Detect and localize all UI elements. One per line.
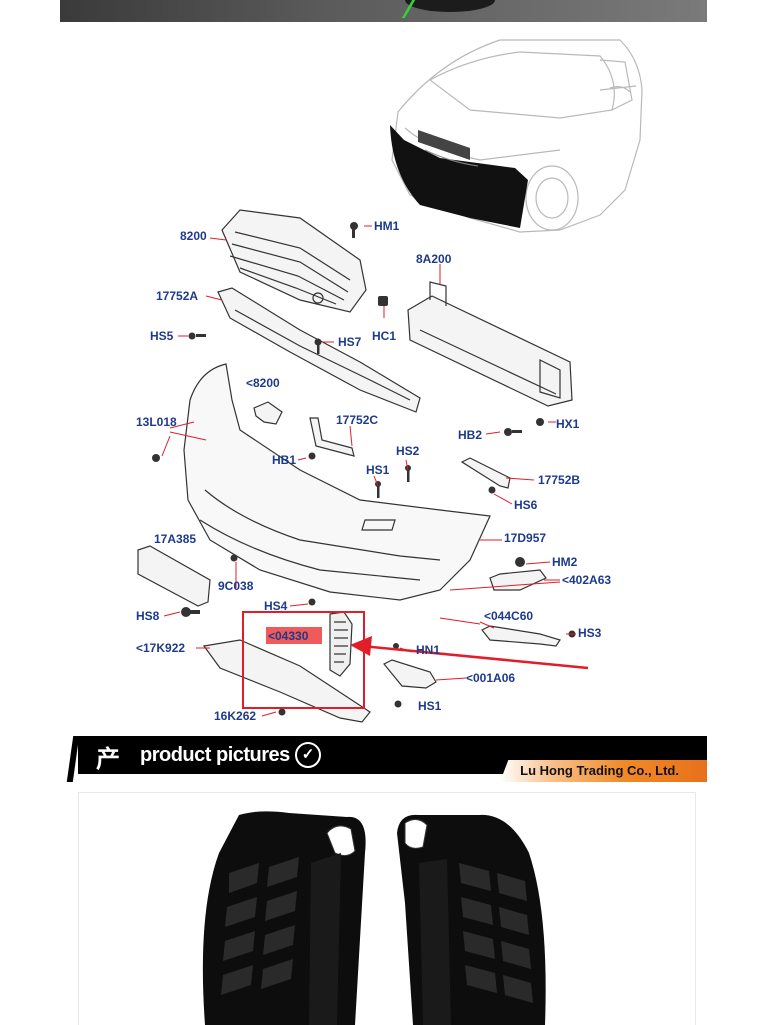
label-lt8200: <8200 — [246, 376, 280, 390]
label-17752b: 17752B — [538, 473, 580, 487]
label-hm1: HM1 — [374, 219, 400, 233]
vent-trim-402a63-part — [489, 569, 547, 591]
label-hs1-bottom: HS1 — [418, 699, 442, 713]
bumper-reinforcement-beam-part — [407, 281, 573, 407]
upper-grille-part — [221, 209, 367, 313]
label-hs5: HS5 — [150, 329, 174, 343]
top-car-photo-strip — [60, 0, 707, 22]
label-hs1-top: HS1 — [366, 463, 390, 477]
label-8a200: 8A200 — [416, 252, 452, 266]
label-044c60: <044C60 — [484, 609, 533, 623]
label-04330: <04330 — [268, 629, 309, 643]
right-vent-grille-image — [397, 814, 546, 1025]
pointer-arrow — [350, 636, 589, 670]
trim-001a06-part — [383, 659, 437, 689]
label-16k262: 16K262 — [214, 709, 256, 723]
label-17752a: 17752A — [156, 289, 198, 303]
banner-title: product pictures — [140, 744, 290, 766]
side-vent-grille-04330-part — [329, 611, 353, 677]
bracket-17752c-part — [309, 417, 355, 457]
part-number-highlight — [266, 627, 322, 644]
front-bumper-cover-part — [183, 363, 491, 601]
banner-cn-glyph: 产 — [96, 745, 120, 773]
label-hx1: HX1 — [556, 417, 580, 431]
label-hs7: HS7 — [338, 335, 362, 349]
label-hb1: HB1 — [272, 453, 296, 467]
trim-044c60-part — [481, 625, 561, 647]
company-tag: Lu Hong Trading Co., Ltd. — [500, 760, 707, 782]
license-plate-bracket-part — [137, 545, 211, 607]
label-17d957: 17D957 — [504, 531, 546, 545]
exploded-parts-diagram: 8200 HM1 8A200 17752A HS5 HC1 HS7 <8200 … — [136, 39, 643, 723]
highlight-box — [242, 611, 365, 709]
label-8200: 8200 — [180, 229, 207, 243]
company-name: Lu Hong Trading Co., Ltd. — [520, 763, 679, 778]
label-hs8: HS8 — [136, 609, 160, 623]
label-hb2: HB2 — [458, 428, 482, 442]
car-wheel-shape — [405, 0, 495, 12]
leader-lines — [161, 225, 576, 717]
car-front-bumper-highlight — [390, 125, 528, 228]
label-17752c: 17752C — [336, 413, 378, 427]
label-hn1: HN1 — [416, 643, 440, 657]
check-circle-icon: ✓ — [295, 742, 321, 768]
label-9c038: 9C038 — [218, 579, 254, 593]
label-17a385: 17A385 — [154, 532, 196, 546]
section-banner: 产 product pictures ✓ Lu Hong Trading Co.… — [66, 736, 707, 782]
label-17k922: <17K922 — [136, 641, 185, 655]
bracket-17752b-part — [460, 457, 511, 489]
label-hs4: HS4 — [264, 599, 288, 613]
label-402a63: <402A63 — [562, 573, 611, 587]
label-13l018: 13L018 — [136, 415, 177, 429]
label-hs6: HS6 — [514, 498, 538, 512]
underbody-shield-part — [202, 639, 371, 723]
label-hc1: HC1 — [372, 329, 396, 343]
label-001a06: <001A06 — [466, 671, 515, 685]
label-hs3: HS3 — [578, 626, 602, 640]
label-hm2: HM2 — [552, 555, 578, 569]
product-photo — [78, 792, 696, 1025]
small-bracket-part — [253, 401, 283, 425]
green-accent-line — [387, 0, 416, 18]
left-vent-grille-image — [202, 811, 366, 1025]
car-outline-sketch — [391, 39, 643, 233]
label-hs2: HS2 — [396, 444, 420, 458]
